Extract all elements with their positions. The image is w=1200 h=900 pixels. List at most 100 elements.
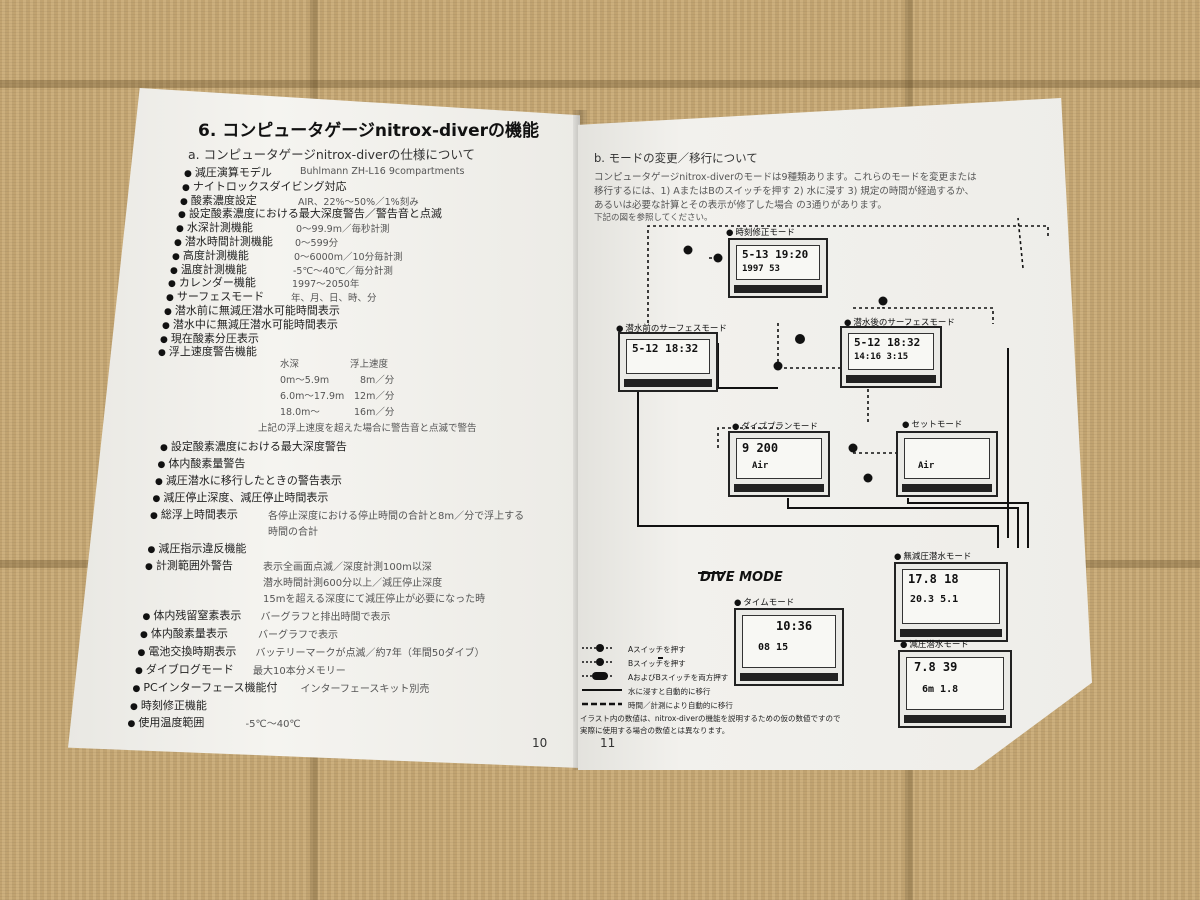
spec-label: 高度計測機能 bbox=[172, 247, 249, 263]
lcd-row: Air bbox=[918, 461, 935, 471]
spec-label: ナイトロックスダイビング対応 bbox=[182, 178, 347, 194]
spec-value: 1997〜2050年 bbox=[292, 279, 360, 291]
spec-label: 現在酸素分圧表示 bbox=[160, 330, 259, 346]
spec-label: 減圧演算モデル bbox=[184, 164, 272, 180]
intro-line: 移行するには、1) AまたはBのスイッチを押す 2) 水に浸す 3) 規定の時間… bbox=[594, 186, 975, 197]
feature-detail: 表示全画面点滅／深度計測100m以深 bbox=[263, 562, 432, 573]
feature-label: 使用温度範囲 bbox=[128, 714, 204, 730]
feature-detail: 最大10本分メモリー bbox=[253, 666, 346, 677]
right-page: b. モードの変更／移行について コンピュータゲージnitrox-diverのモ… bbox=[578, 98, 1092, 770]
subsection-title: a. コンピュータゲージnitrox-diverの仕様について bbox=[188, 147, 475, 162]
lcd-post-dive: 5-12 18:32 14:16 3:15 bbox=[840, 326, 942, 388]
spec-label: 潜水時間計測機能 bbox=[174, 233, 273, 249]
tatami-seam bbox=[0, 80, 1200, 88]
lcd-row: 08 15 bbox=[758, 642, 789, 653]
lcd-time: 10:36 08 15 bbox=[734, 608, 844, 686]
ascent-speed: 12m／分 bbox=[354, 391, 395, 402]
intro-line: あるいは必要な計算とその表示が修了した場合 の3通りがあります。 bbox=[594, 200, 887, 211]
feature-detail: 潜水時間計測600分以上／減圧停止深度 bbox=[263, 578, 443, 589]
spec-value: Buhlmann ZH-L16 9compartments bbox=[300, 166, 465, 177]
lcd-set: Air bbox=[896, 431, 998, 497]
ascent-depth: 6.0m〜17.9m bbox=[280, 391, 345, 402]
feature-detail: 時間の合計 bbox=[268, 527, 318, 538]
left-page: 6. コンピュータゲージnitrox-diverの機能 a. コンピュータゲージ… bbox=[68, 88, 580, 768]
spec-label: 潜水中に無減圧潜水可能時間表示 bbox=[162, 316, 338, 332]
lcd-pre-dive: 5-12 18:32 bbox=[618, 332, 718, 392]
spec-value: -5℃〜40℃／毎分計測 bbox=[293, 265, 393, 277]
lcd-dive-plan: 9 200 Air bbox=[728, 431, 830, 497]
feature-detail: インターフェースキット別売 bbox=[300, 684, 430, 695]
ascent-header-depth: 水深 bbox=[280, 359, 300, 370]
lcd-row: 7.8 39 bbox=[914, 660, 958, 674]
mode-label-dive-plan: ダイブプランモード bbox=[732, 420, 818, 432]
lcd-row: Air bbox=[752, 461, 769, 471]
spec-label: カレンダー機能 bbox=[168, 274, 256, 290]
lcd-time-correction: 5-13 19:20 1997 53 bbox=[728, 238, 828, 298]
lcd-row: 20.3 5.1 bbox=[910, 594, 959, 605]
ascent-header-speed: 浮上速度 bbox=[350, 359, 389, 370]
spec-label: 浮上速度警告機能 bbox=[158, 343, 257, 359]
section-title: 6. コンピュータゲージnitrox-diverの機能 bbox=[198, 121, 539, 141]
lcd-row: 1997 53 bbox=[742, 264, 780, 274]
mode-label-post-dive: 潜水後のサーフェスモード bbox=[844, 316, 955, 328]
feature-label: 計測範囲外警告 bbox=[145, 557, 233, 573]
mode-label-time: タイムモード bbox=[734, 596, 794, 608]
feature-detail: -5℃〜40℃ bbox=[245, 719, 301, 730]
feature-detail: バーグラフで表示 bbox=[258, 630, 338, 641]
spec-label: 温度計測機能 bbox=[170, 261, 247, 277]
dive-mode-title: DIVE MODE bbox=[700, 570, 783, 585]
spec-value: 年、月、日、時、分 bbox=[291, 293, 377, 305]
feature-label: 電池交換時期表示 bbox=[138, 643, 236, 659]
spec-label: サーフェスモード bbox=[166, 288, 264, 304]
lcd-row: 5-13 19:20 bbox=[742, 248, 809, 261]
lcd-deco: 7.8 39 6m 1.8 bbox=[898, 650, 1012, 728]
feature-label: 減圧指示違反機能 bbox=[148, 540, 246, 556]
lcd-row: 10:36 bbox=[776, 619, 813, 633]
feature-label: 設定酸素濃度における最大深度警告 bbox=[160, 438, 347, 454]
spec-value: 0〜599分 bbox=[295, 238, 339, 249]
mode-label-pre-dive: 潜水前のサーフェスモード bbox=[616, 322, 727, 334]
feature-label: 減圧潜水に移行したときの警告表示 bbox=[155, 472, 342, 488]
lcd-no-deco: 17.8 18 20.3 5.1 bbox=[894, 562, 1008, 642]
mode-label-deco: 減圧潜水モード bbox=[900, 638, 969, 650]
feature-detail: 各停止深度における停止時間の合計と8m／分で浮上する bbox=[268, 511, 525, 522]
spec-label: 潜水前に無減圧潜水可能時間表示 bbox=[164, 302, 340, 318]
ascent-note: 上記の浮上速度を超えた場合に警告音と点滅で警告 bbox=[258, 423, 477, 434]
intro-line: コンピュータゲージnitrox-diverのモードは9種類あります。これらのモー… bbox=[594, 172, 977, 183]
spec-value: 0〜99.9m／毎秒計測 bbox=[296, 224, 390, 236]
feature-label: 体内残留窒素表示 bbox=[143, 607, 241, 623]
feature-label: 体内酸素量警告 bbox=[158, 455, 245, 471]
footnote-line: 実際に使用する場合の数値とは異なります。 bbox=[580, 726, 730, 735]
mode-label-no-deco: 無減圧潜水モード bbox=[894, 550, 971, 562]
section-heading: b. モードの変更／移行について bbox=[594, 151, 758, 165]
legend-symbols bbox=[582, 644, 622, 706]
spec-value: AIR、22%〜50%／1%刻み bbox=[298, 196, 419, 208]
lcd-row: 6m 1.8 bbox=[922, 684, 959, 695]
mode-label-time-correction: 時刻修正モード bbox=[726, 226, 795, 238]
feature-label: PCインターフェース機能付 bbox=[133, 679, 277, 695]
spec-value: 0〜6000m／10分毎計測 bbox=[294, 251, 403, 263]
lcd-row: 5-12 18:32 bbox=[854, 336, 921, 349]
feature-label: ダイブログモード bbox=[135, 661, 234, 677]
mode-flow-diagram bbox=[637, 217, 1049, 659]
legend-item: AおよびBスイッチを両方押す bbox=[628, 673, 729, 682]
ascent-depth: 18.0m〜 bbox=[280, 407, 320, 418]
lcd-row: 14:16 3:15 bbox=[854, 352, 909, 362]
footnote-line: イラスト内の数値は、nitrox-diverの機能を説明するための仮の数値ですの… bbox=[580, 714, 841, 723]
intro-line: 下記の図を参照してください。 bbox=[594, 213, 713, 223]
spec-label: 水深計測機能 bbox=[176, 219, 253, 235]
legend-item: Bスイッチを押す bbox=[628, 659, 686, 668]
feature-detail: バッテリーマークが点滅／約7年（年間50ダイブ） bbox=[255, 648, 485, 659]
ascent-depth: 0m〜5.9m bbox=[280, 375, 330, 386]
legend-item: Aスイッチを押す bbox=[628, 645, 686, 654]
feature-label: 体内酸素量表示 bbox=[140, 625, 228, 641]
feature-detail: 15mを超える深度にて減圧停止が必要になった時 bbox=[263, 594, 486, 605]
mode-label-set: セットモード bbox=[902, 418, 962, 430]
feature-label: 総浮上時間表示 bbox=[150, 506, 238, 522]
feature-label: 減圧停止深度、減圧停止時間表示 bbox=[153, 489, 328, 505]
ascent-speed: 16m／分 bbox=[354, 407, 395, 418]
page-number: 10 bbox=[532, 736, 548, 750]
lcd-row: 5-12 18:32 bbox=[632, 342, 699, 355]
feature-label: 時刻修正機能 bbox=[130, 697, 207, 713]
